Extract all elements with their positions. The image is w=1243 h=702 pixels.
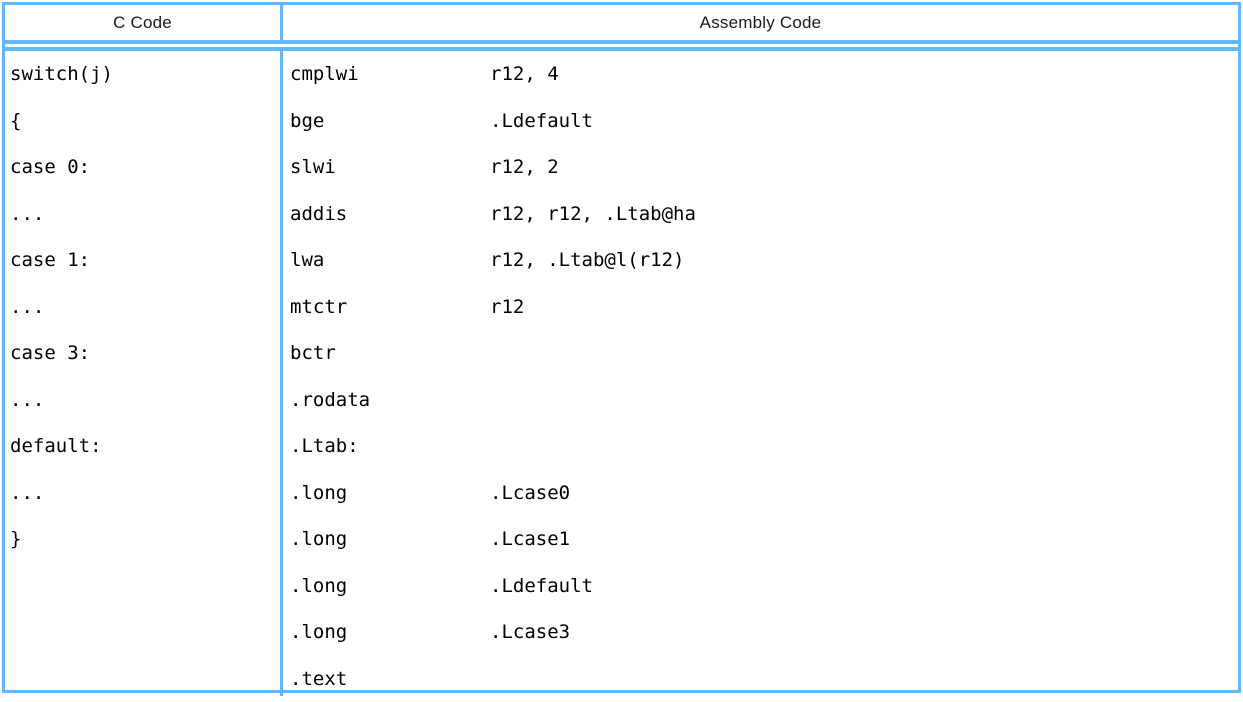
header-rule-upper [5,40,1238,44]
table-body: switch(j) { case 0: ... case 1: ... case… [5,51,1238,696]
c-code-line: case 1: [5,237,280,284]
assembly-code-line: cmplwi r12, 4 [283,51,1238,98]
assembly-mnemonic: cmplwi [290,51,490,98]
header-double-rule [5,40,1238,51]
c-code-line [5,609,280,656]
assembly-mnemonic: .long [290,563,490,610]
assembly-code-line: lwa r12, .Ltab@l(r12) [283,237,1238,284]
c-code-line: ... [5,377,280,424]
assembly-operand: .Lcase3 [490,609,570,656]
c-code-line [5,563,280,610]
assembly-code-line: addis r12, r12, .Ltab@ha [283,191,1238,238]
assembly-code-line: .long .Lcase1 [283,516,1238,563]
assembly-operand: .Lcase1 [490,516,570,563]
c-code-column: switch(j) { case 0: ... case 1: ... case… [5,51,283,696]
assembly-code-line: .Ltab: [283,423,1238,470]
assembly-mnemonic: .rodata [290,377,490,424]
c-code-line: case 3: [5,330,280,377]
c-code-line: ... [5,470,280,517]
assembly-code-line: .long .Lcase0 [283,470,1238,517]
assembly-mnemonic: slwi [290,144,490,191]
assembly-mnemonic: .long [290,470,490,517]
assembly-mnemonic: .Ltab: [290,423,490,470]
assembly-code-column: cmplwi r12, 4 bge .Ldefault slwi r12, 2 … [283,51,1238,696]
c-code-line: default: [5,423,280,470]
assembly-operand: r12, .Ltab@l(r12) [490,237,684,284]
assembly-mnemonic: .text [290,656,490,702]
column-header-c-code: C Code [5,5,283,40]
assembly-operand: r12, 4 [490,51,559,98]
c-code-line: ... [5,191,280,238]
assembly-operand: r12, r12, .Ltab@ha [490,191,696,238]
c-code-line [5,656,280,702]
assembly-operand: r12, 2 [490,144,559,191]
assembly-code-line: bctr [283,330,1238,377]
c-code-line: } [5,516,280,563]
assembly-operand: .Ldefault [490,563,593,610]
assembly-operand: .Lcase0 [490,470,570,517]
c-code-line: case 0: [5,144,280,191]
assembly-operand: .Ldefault [490,98,593,145]
assembly-mnemonic: addis [290,191,490,238]
c-code-line: switch(j) [5,51,280,98]
c-code-line: ... [5,284,280,331]
assembly-code-line: bge .Ldefault [283,98,1238,145]
assembly-code-line: .long .Ldefault [283,563,1238,610]
assembly-mnemonic: bge [290,98,490,145]
assembly-mnemonic: .long [290,516,490,563]
assembly-code-line: mtctr r12 [283,284,1238,331]
c-code-line: { [5,98,280,145]
assembly-mnemonic: mtctr [290,284,490,331]
assembly-code-line: .long .Lcase3 [283,609,1238,656]
assembly-mnemonic: bctr [290,330,490,377]
column-header-assembly-code: Assembly Code [283,5,1238,40]
assembly-operand: r12 [490,284,524,331]
assembly-mnemonic: lwa [290,237,490,284]
assembly-code-line: .rodata [283,377,1238,424]
assembly-code-line: slwi r12, 2 [283,144,1238,191]
table-header-row: C Code Assembly Code [5,5,1238,40]
assembly-code-line: .text [283,656,1238,702]
assembly-mnemonic: .long [290,609,490,656]
